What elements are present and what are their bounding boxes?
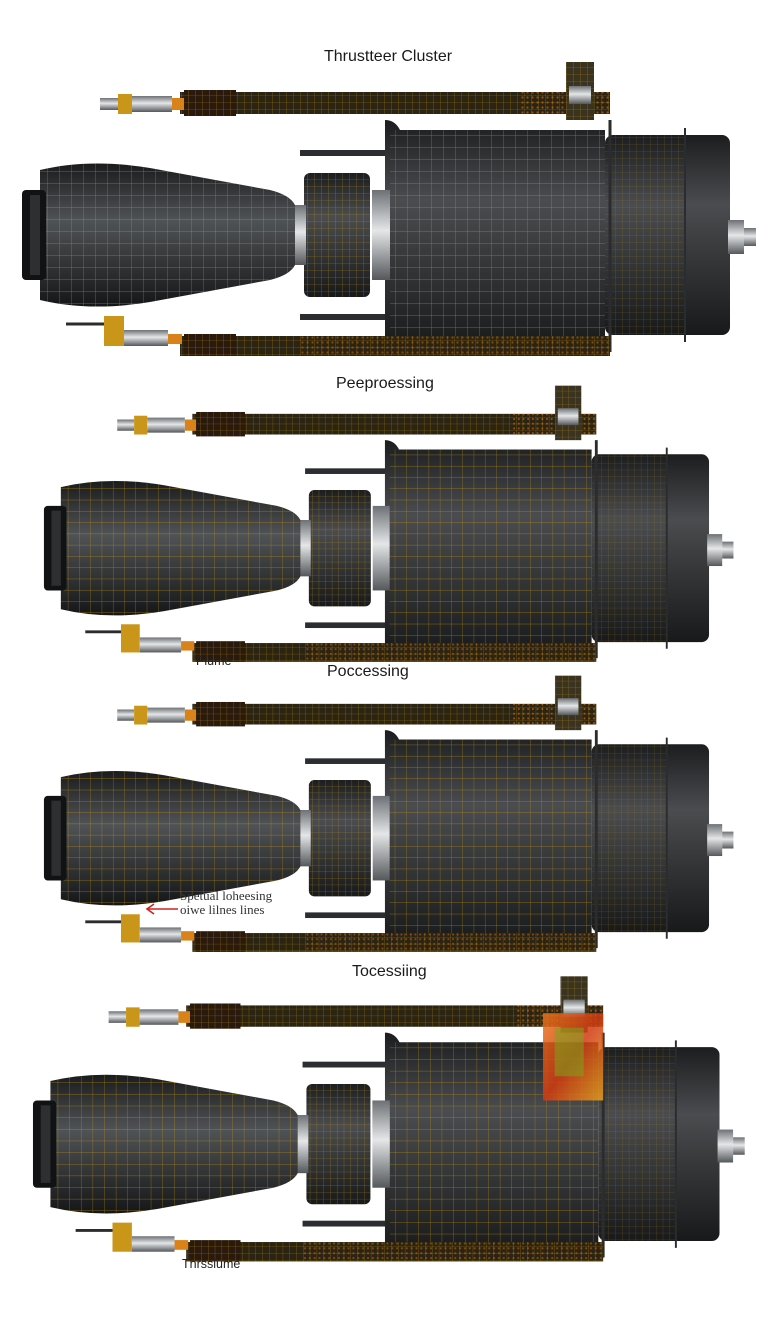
callout-text: Spetual loheesing oiwe lilnes lines xyxy=(180,889,272,917)
thruster-plume-label: Thrsslume xyxy=(182,1257,241,1271)
stage-title: Tocessiing xyxy=(352,963,427,980)
callout-line-1: Spetual loheesing xyxy=(180,888,273,903)
processing-diagram xyxy=(42,674,735,954)
stage-title: Poccessing xyxy=(327,663,409,680)
thruster-panel-4: Tocessiing Thrsslume xyxy=(0,955,768,1275)
thruster-panel-2: Peeproessing Plume xyxy=(0,365,768,675)
tocessing-diagram xyxy=(31,974,747,1263)
stage-title: Thrustteer Cluster xyxy=(324,48,453,65)
thruster-cluster-diagram xyxy=(20,60,758,358)
callout-line-2: oiwe lilnes lines xyxy=(180,902,265,917)
preprocessing-diagram xyxy=(42,384,735,664)
thruster-panel-3: Poccessing Spetual loheesing oiwe lilnes… xyxy=(0,655,768,965)
heat-hotspot xyxy=(543,1013,604,1101)
plume-label: Plume xyxy=(196,654,232,668)
callout-arrow xyxy=(145,903,178,915)
stage-title: Peeproessing xyxy=(336,375,434,392)
thruster-panel-1: Thrustteer Cluster xyxy=(0,40,768,370)
